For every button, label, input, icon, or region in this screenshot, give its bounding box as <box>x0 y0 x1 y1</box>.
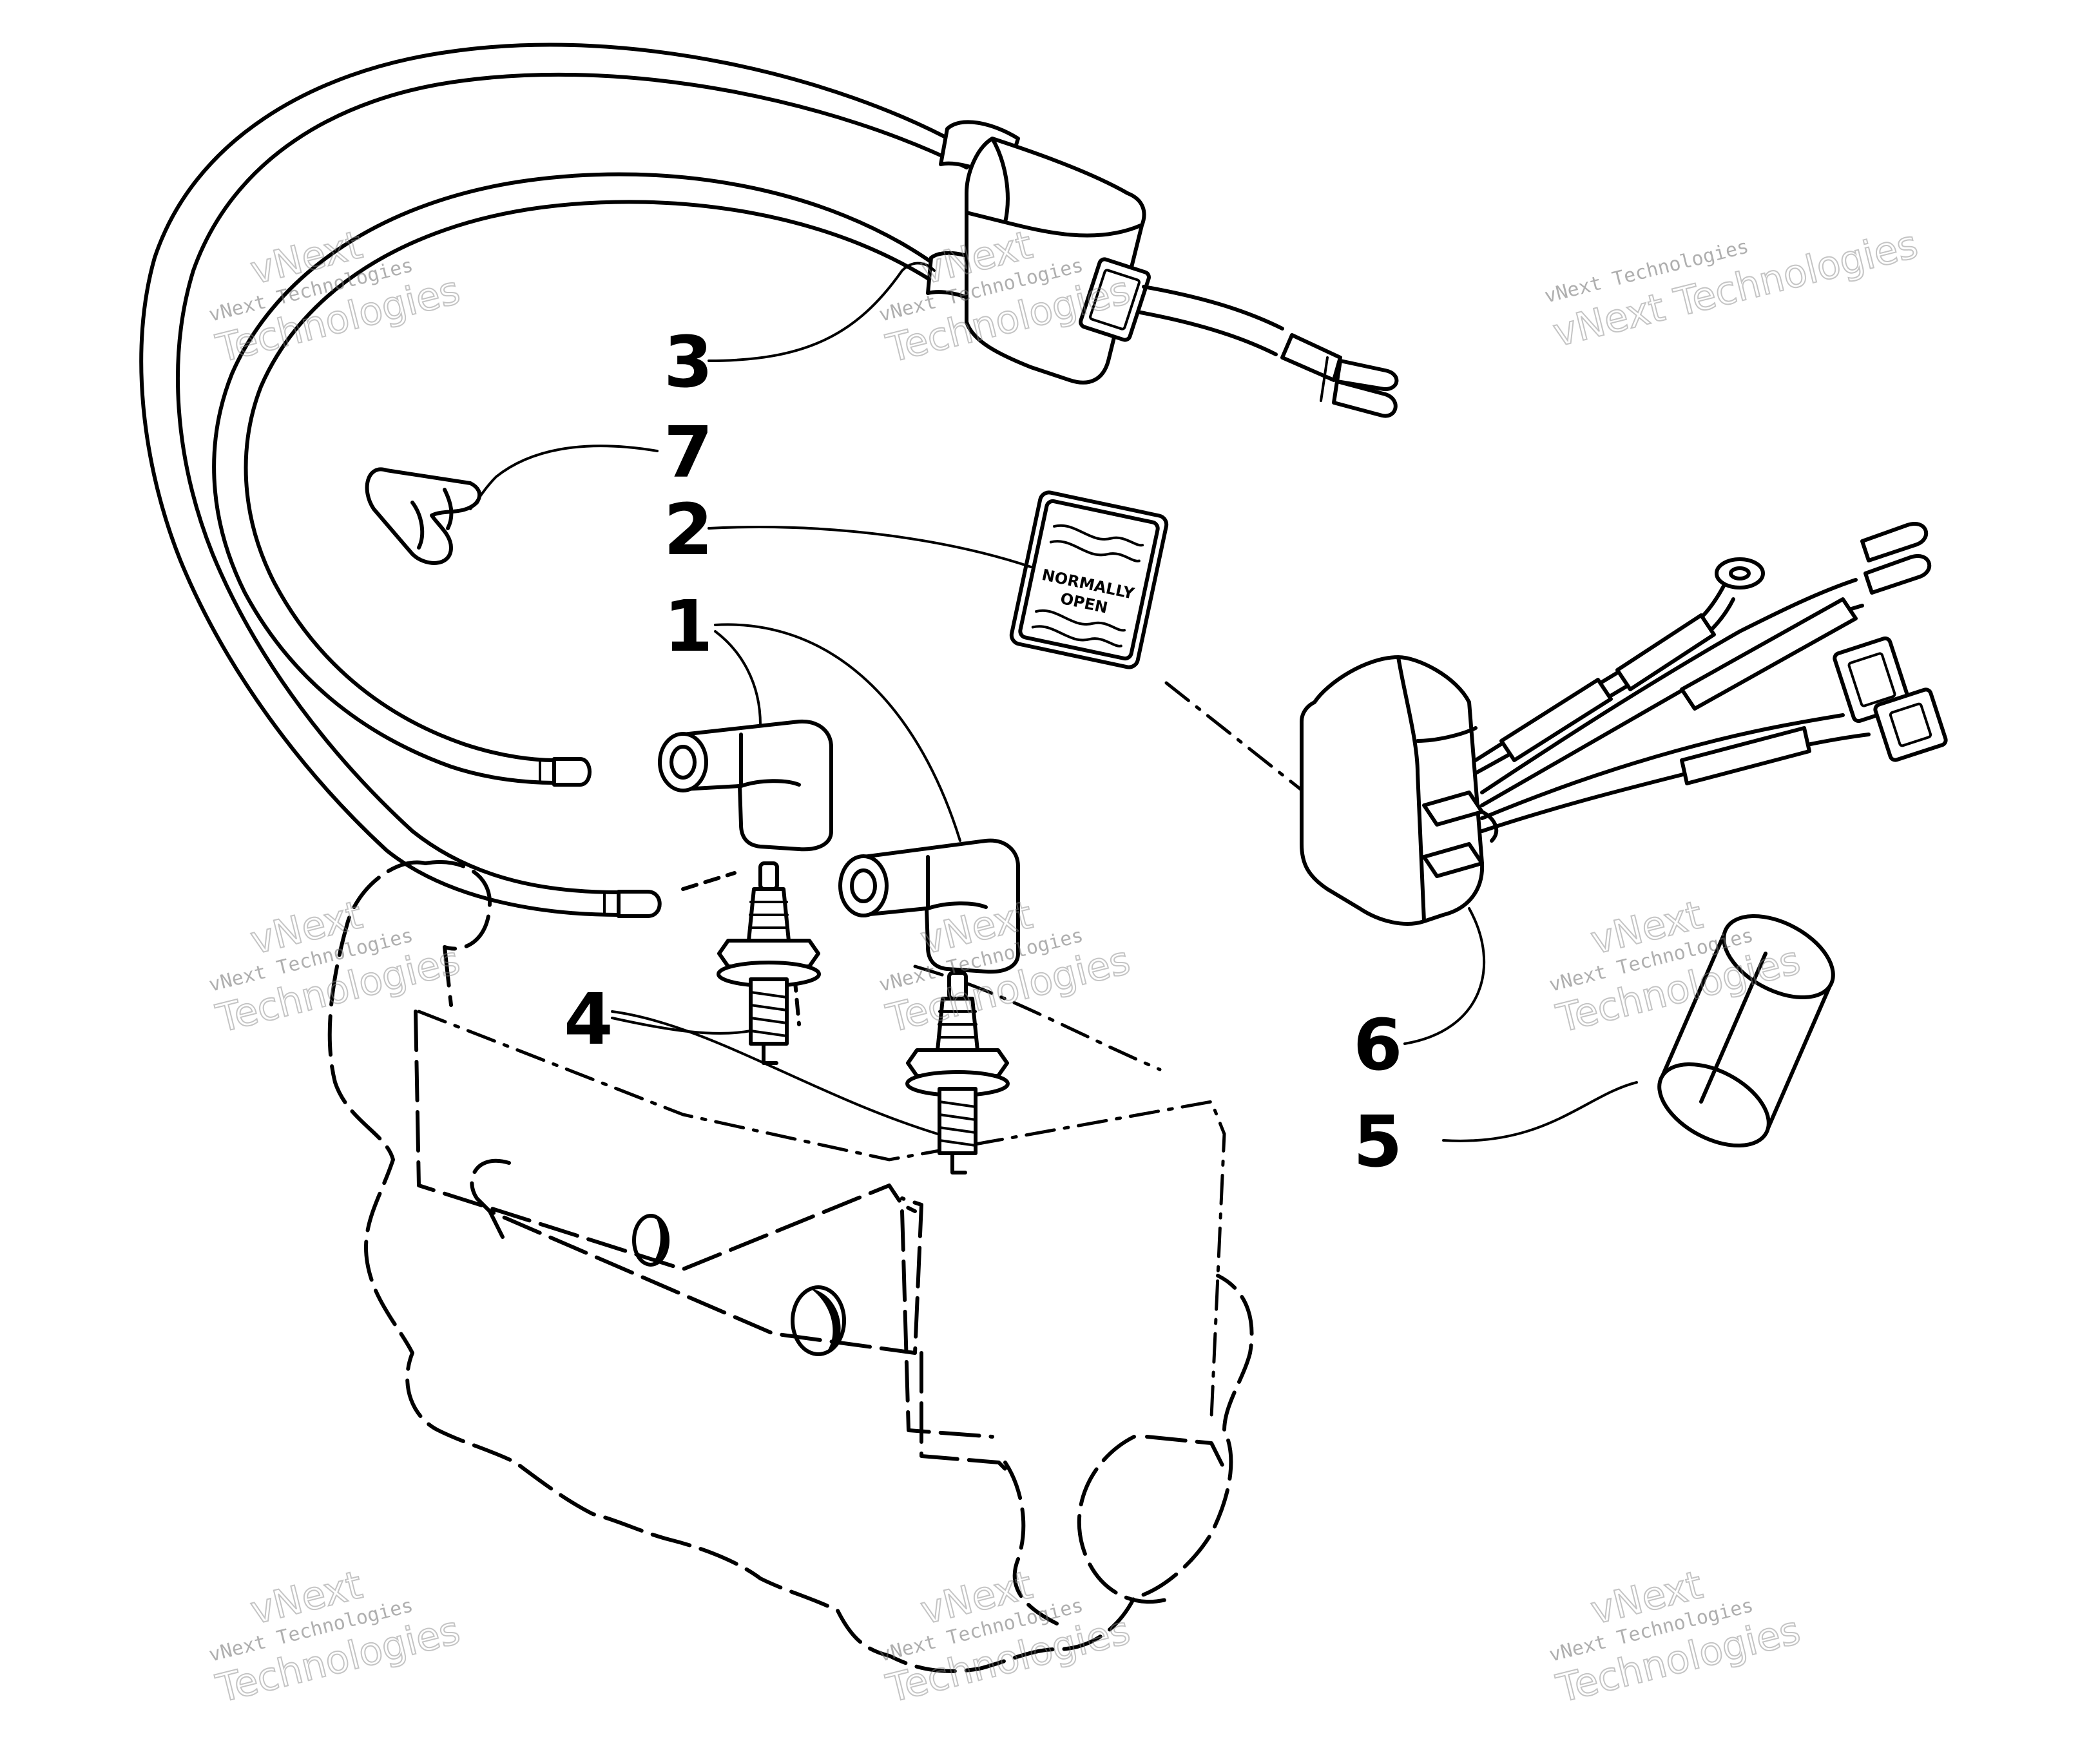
spark-plug-right <box>905 971 1010 1174</box>
watermark-tile-8: vNext vNext Technologies Technologies <box>877 1562 1135 1712</box>
callout-5: 5 <box>1353 1100 1403 1183</box>
ht-cables <box>139 43 968 918</box>
callout-7: 7 <box>664 411 713 494</box>
spark-plug-cap-upper <box>658 719 833 852</box>
leader-lines <box>469 262 1638 1142</box>
callout-labels: 3 7 2 1 4 6 5 <box>564 321 1403 1183</box>
capacitor-sleeve <box>1657 914 1835 1148</box>
normally-open-decal: NORMALLY OPEN <box>1009 490 1169 669</box>
watermark-tile-7: vNext vNext Technologies Technologies <box>207 1562 465 1712</box>
watermark-tile-1: vNext vNext Technologies Technologies <box>207 222 465 372</box>
callout-2: 2 <box>664 488 713 571</box>
watermark-tile-2: vNext vNext Technologies Technologies <box>877 222 1135 372</box>
cable-clip <box>365 467 482 565</box>
spark-plug-cap-lower <box>838 838 1020 974</box>
callout-1: 1 <box>664 585 713 667</box>
callout-4: 4 <box>564 978 613 1060</box>
decal-leader-dashed <box>1164 681 1323 807</box>
ignition-coil <box>926 120 1399 418</box>
callout-6: 6 <box>1353 1004 1403 1086</box>
watermark-tile-9: vNext vNext Technologies Technologies <box>1547 1562 1806 1712</box>
watermark-tile-3: vNext Technologies vNext Technologies <box>1542 221 1923 356</box>
cdi-module <box>1300 522 1948 926</box>
callout-3: 3 <box>664 321 713 403</box>
